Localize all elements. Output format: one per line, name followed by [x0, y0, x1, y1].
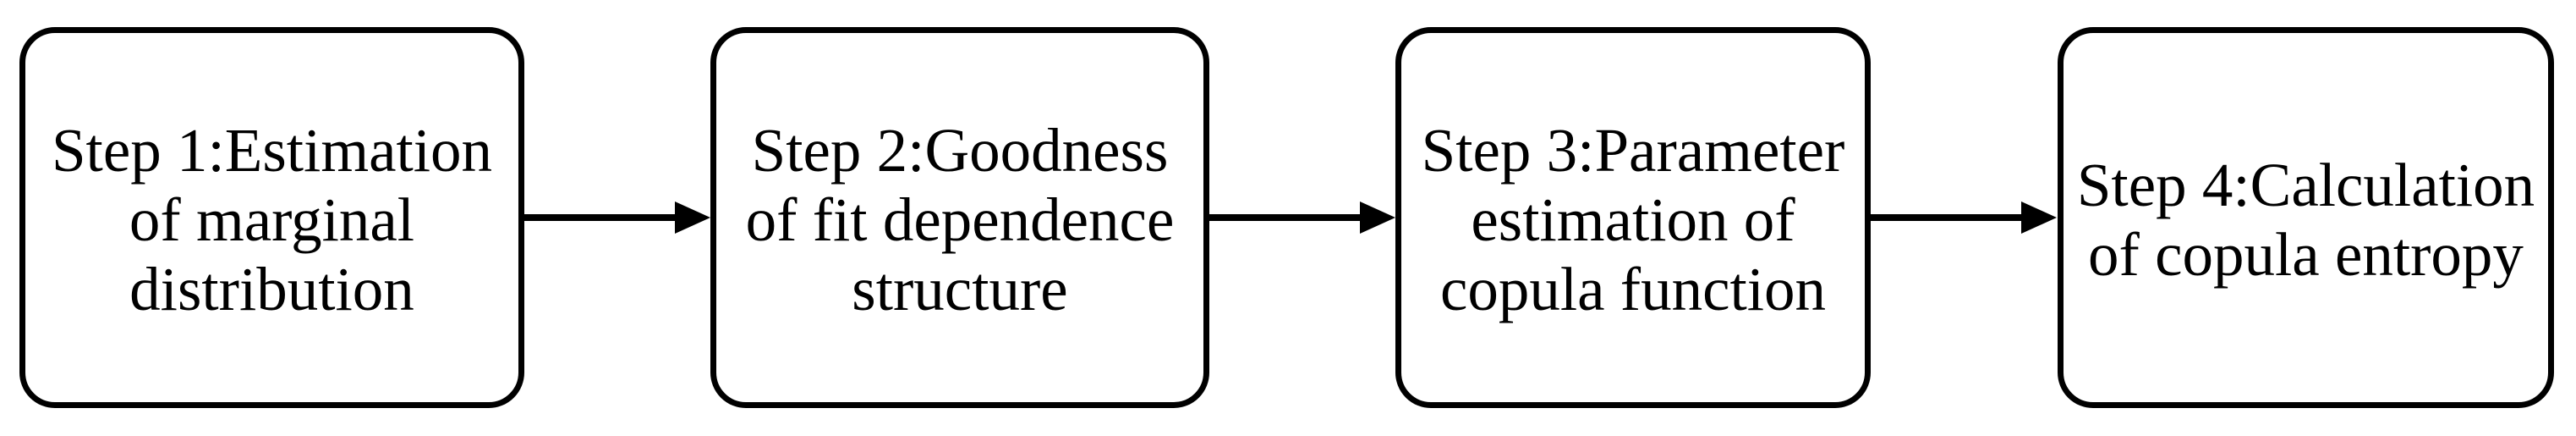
flow-box-line: Step 1:Estimation [51, 116, 493, 185]
flow-box-step-2: Step 2:Goodness of fit dependence struct… [710, 27, 1209, 408]
flow-arrow-3 [1871, 201, 2057, 234]
flow-box-line: structure [852, 255, 1068, 323]
flow-box-line: distribution [129, 255, 414, 323]
flow-box-line: of copula entropy [2088, 220, 2524, 289]
flow-box-step-2-text: Step 2:Goodness of fit dependence struct… [746, 111, 1175, 324]
flow-box-step-3-text: Step 3:Parameter estimation of copula fu… [1422, 111, 1845, 324]
flow-box-step-4-text: Step 4:Calculation of copula entropy [2077, 146, 2535, 290]
flow-box-line: Step 3:Parameter [1421, 116, 1845, 185]
flow-box-step-4: Step 4:Calculation of copula entropy [2058, 27, 2554, 408]
flow-box-step-1-text: Step 1:Estimation of marginal distributi… [52, 111, 492, 324]
flow-box-step-3: Step 3:Parameter estimation of copula fu… [1395, 27, 1871, 408]
flow-box-line: of fit dependence [745, 185, 1175, 254]
flow-box-line: copula function [1439, 255, 1827, 323]
flow-arrow-1 [524, 201, 710, 234]
flow-box-line: estimation of [1471, 185, 1795, 254]
arrow-shaft [1871, 214, 2025, 221]
arrow-shaft [1209, 214, 1363, 221]
flow-box-step-1: Step 1:Estimation of marginal distributi… [19, 27, 524, 408]
arrow-right-icon [2021, 201, 2057, 234]
arrow-right-icon [1360, 201, 1395, 234]
flow-box-line: Step 2:Goodness [751, 116, 1169, 185]
flow-arrow-2 [1209, 201, 1395, 234]
flow-box-line: of marginal [129, 185, 415, 254]
arrow-shaft [524, 214, 678, 221]
flow-box-line: Step 4:Calculation [2076, 151, 2535, 219]
arrow-right-icon [675, 201, 710, 234]
